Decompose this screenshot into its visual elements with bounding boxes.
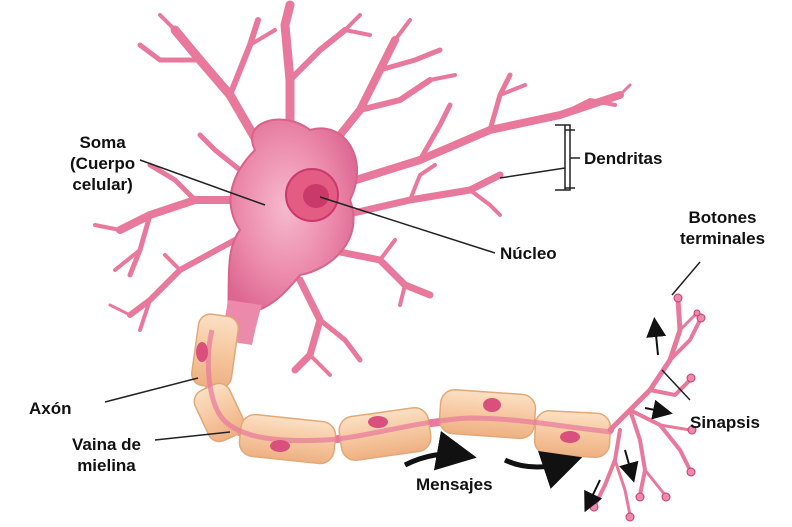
label-soma-line2: (Cuerpo [70,153,135,174]
label-soma-line1: Soma [70,132,135,153]
label-botones-terminales: Botones terminales [680,207,765,249]
label-vaina-line2: mielina [72,455,141,476]
label-dendritas: Dendritas [584,148,662,169]
dendrites [95,5,630,375]
dendritas-bracket [555,125,580,190]
label-soma-line3: celular) [70,174,135,195]
label-botones-line2: terminales [680,228,765,249]
label-botones-line1: Botones [680,207,765,228]
soma-body [228,120,357,315]
message-arrows [405,454,568,467]
label-mensajes: Mensajes [416,474,493,495]
label-soma: Soma (Cuerpo celular) [70,132,135,195]
label-vaina-line1: Vaina de [72,434,141,455]
label-axon: Axón [29,398,72,419]
label-nucleo: Núcleo [500,243,557,264]
label-sinapsis: Sinapsis [690,412,760,433]
label-vaina-mielina: Vaina de mielina [72,434,141,476]
